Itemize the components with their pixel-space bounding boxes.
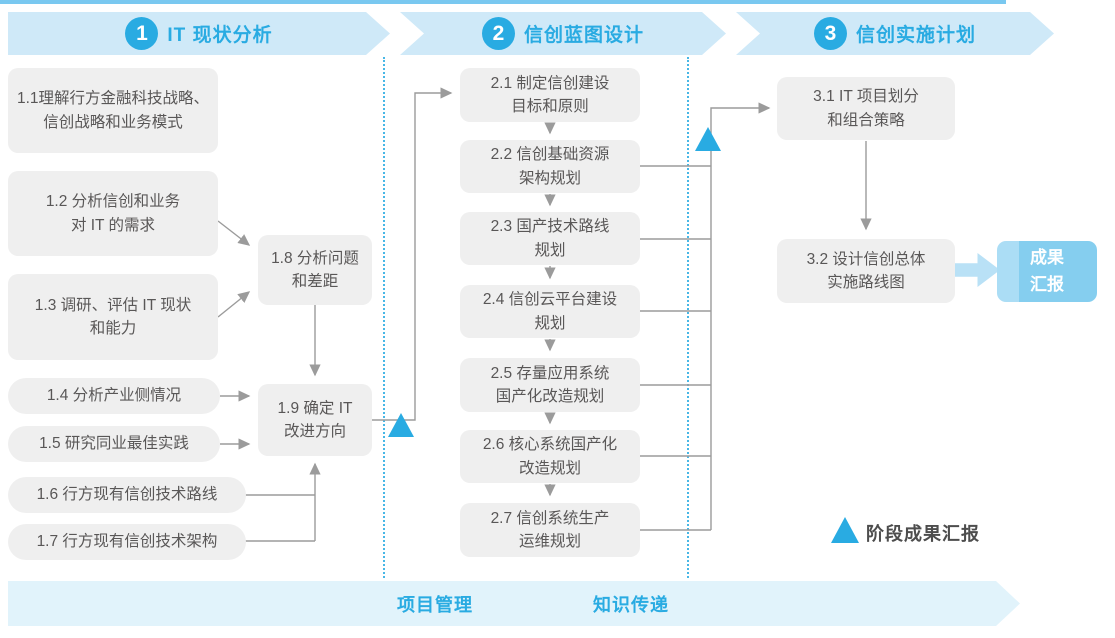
phase-banner-1: 1 IT 现状分析: [8, 12, 390, 55]
task-box-2-6: 2.6 核心系统国产化 改造规划: [460, 430, 640, 483]
result-report-line2: 汇报: [1030, 274, 1064, 294]
task-box-2-3-line2: 规划: [534, 241, 566, 259]
phase-separator-dotted-line-1: [383, 57, 385, 578]
result-arrow-icon: [955, 253, 1000, 287]
task-box-2-7-line2: 运维规划: [518, 533, 581, 550]
task-box-1-9-line1: 1.9 确定 IT: [277, 399, 353, 417]
phase-separator-dotted-line-2: [687, 57, 689, 578]
phase-2-title: 信创蓝图设计: [523, 25, 644, 46]
task-box-3-2-line2: 实施路线图: [827, 274, 905, 291]
task-box-2-3: 2.3 国产技术路线 规划: [460, 212, 640, 265]
phase-1-title: IT 现状分析: [167, 25, 273, 46]
task-box-2-1: 2.1 制定信创建设 目标和原则: [460, 68, 640, 122]
task-box-1-8: 1.8 分析问题 和差距: [258, 235, 372, 305]
task-box-2-1-line2: 目标和原则: [511, 98, 589, 115]
task-box-3-2: 3.2 设计信创总体 实施路线图: [777, 239, 955, 303]
task-box-1-1: 1.1理解行方金融科技战略、 信创战略和业务模式: [8, 68, 218, 153]
task-box-1-9-line2: 改进方向: [283, 423, 346, 440]
task-box-3-1-line1: 3.1 IT 项目划分: [813, 88, 919, 106]
task-box-1-2-line1: 1.2 分析信创和业务: [45, 193, 181, 211]
task-box-2-2-line2: 架构规划: [518, 169, 581, 187]
task-box-2-6-line1: 2.6 核心系统国产化: [482, 436, 618, 454]
task-box-1-2-line2: 对 IT 的需求: [70, 216, 156, 234]
result-report-line1: 成果: [1030, 248, 1064, 268]
phase-3-number-badge: 3: [814, 17, 847, 50]
task-box-2-5-line1: 2.5 存量应用系统: [490, 364, 610, 382]
result-report-box: 成果 汇报: [997, 241, 1097, 302]
task-box-1-6: 1.6 行方现有信创技术路线: [8, 477, 246, 513]
phase-banner-2: 2 信创蓝图设计: [400, 12, 726, 55]
task-box-2-5-line2: 国产化改造规划: [495, 388, 605, 405]
task-box-1-5: 1.5 研究同业最佳实践: [8, 426, 220, 462]
task-box-1-7-line1: 1.7 行方现有信创技术架构: [36, 533, 218, 551]
phase-3-title: 信创实施计划: [855, 25, 976, 46]
task-box-1-3: 1.3 调研、评估 IT 现状 和能力: [8, 274, 218, 360]
task-box-2-3-line1: 2.3 国产技术路线: [490, 218, 610, 236]
task-box-2-7: 2.7 信创系统生产 运维规划: [460, 503, 640, 557]
task-box-1-6-line1: 1.6 行方现有信创技术路线: [36, 486, 218, 504]
top-edge-strip: [0, 0, 1006, 4]
phase-banner-3: 3 信创实施计划: [736, 12, 1054, 55]
task-box-1-3-line1: 1.3 调研、评估 IT 现状: [34, 296, 192, 314]
task-box-1-3-line2: 和能力: [89, 320, 137, 337]
task-box-2-2-line1: 2.2 信创基础资源: [490, 146, 610, 164]
task-box-1-8-line2: 和差距: [291, 273, 339, 290]
task-box-1-4-line1: 1.4 分析产业侧情况: [46, 387, 182, 405]
milestone-triangle-icon-phase2: [695, 127, 721, 151]
task-box-1-8-line1: 1.8 分析问题: [271, 249, 359, 267]
task-box-1-9: 1.9 确定 IT 改进方向: [258, 384, 372, 456]
task-box-1-1-line2: 信创战略和业务模式: [43, 113, 183, 131]
task-box-1-1-line1: 1.1理解行方金融科技战略、: [16, 90, 210, 108]
task-box-2-1-line1: 2.1 制定信创建设: [490, 74, 610, 92]
milestone-triangle-icon-phase1: [388, 413, 414, 437]
task-box-3-2-line1: 3.2 设计信创总体: [806, 250, 926, 268]
task-box-2-4-line2: 规划: [534, 314, 566, 332]
task-box-1-4: 1.4 分析产业侧情况: [8, 378, 220, 414]
bottom-label-knowledge-transfer: 知识传递: [593, 595, 669, 615]
task-box-2-5: 2.5 存量应用系统 国产化改造规划: [460, 358, 640, 412]
task-box-3-1-line2: 和组合策略: [827, 111, 905, 129]
task-box-2-7-line1: 2.7 信创系统生产: [490, 509, 610, 527]
phase-2-number-badge: 2: [482, 17, 515, 50]
task-box-2-4-line1: 2.4 信创云平台建设: [482, 291, 618, 309]
task-box-1-2: 1.2 分析信创和业务 对 IT 的需求: [8, 171, 218, 256]
bottom-banner: 项目管理 知识传递: [8, 581, 1020, 626]
task-box-1-5-line1: 1.5 研究同业最佳实践: [39, 435, 189, 453]
bottom-label-project-management: 项目管理: [397, 595, 473, 615]
legend-triangle-icon: [831, 517, 859, 543]
task-box-2-2: 2.2 信创基础资源 架构规划: [460, 140, 640, 193]
task-box-2-6-line2: 改造规划: [518, 459, 581, 477]
legend-label: 阶段成果汇报: [866, 524, 980, 544]
task-box-1-7: 1.7 行方现有信创技术架构: [8, 524, 246, 560]
task-box-3-1: 3.1 IT 项目划分 和组合策略: [777, 77, 955, 140]
task-box-2-4: 2.4 信创云平台建设 规划: [460, 285, 640, 338]
phase-1-number-badge: 1: [125, 17, 158, 50]
